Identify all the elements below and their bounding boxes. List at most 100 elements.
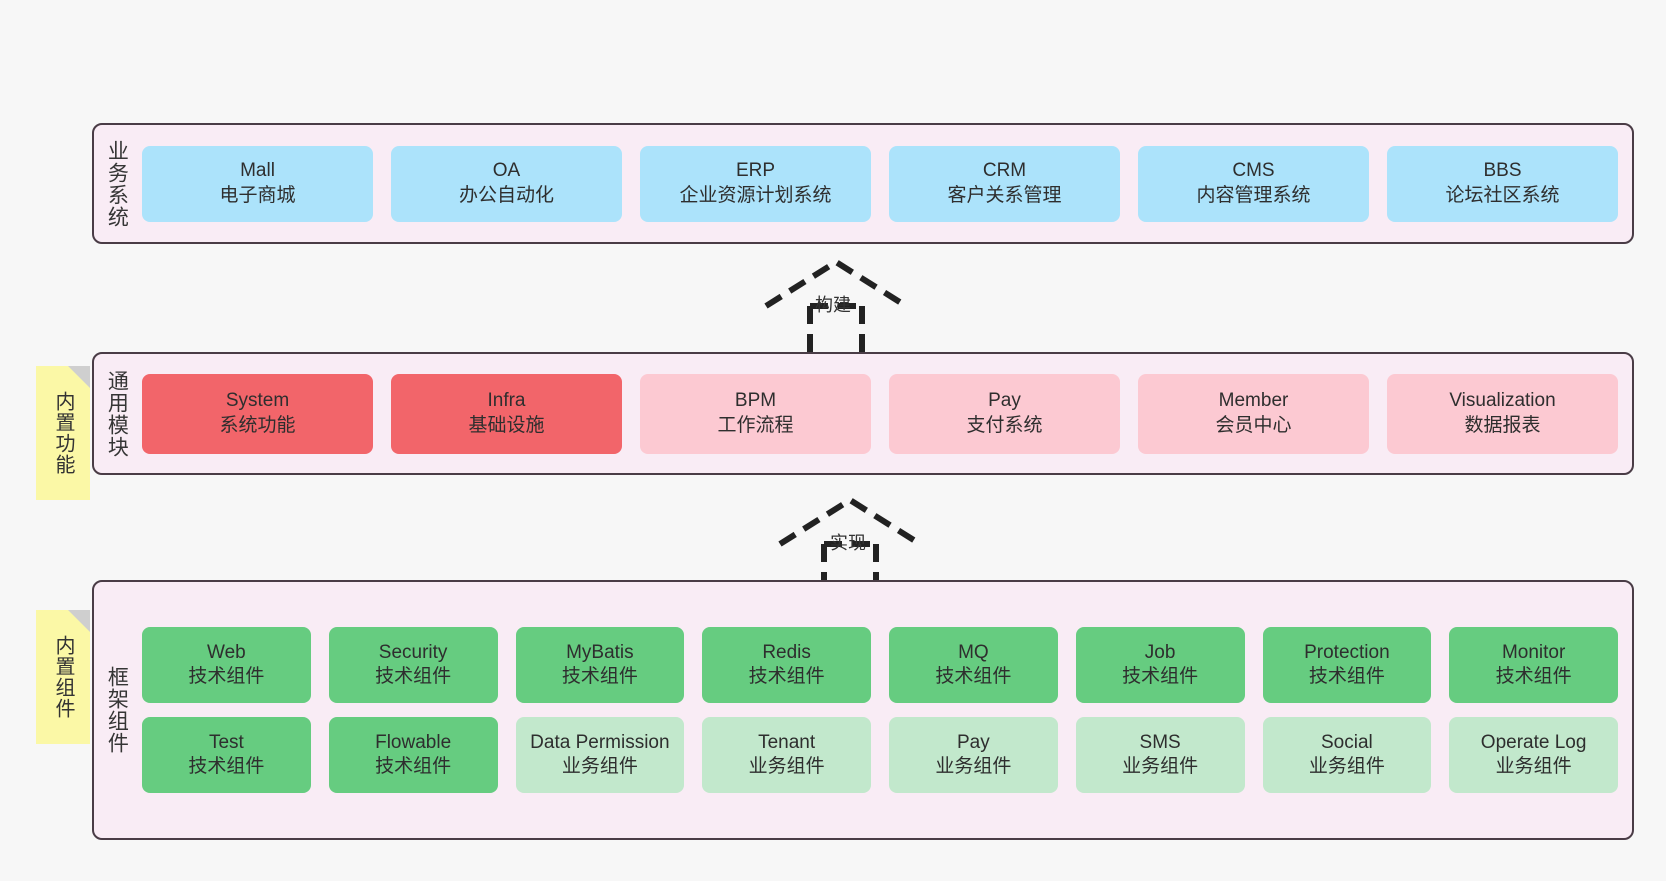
box-subtitle: 业务组件 [748,756,825,777]
box-title: Tenant [758,731,816,753]
row-common-modules: System 系统功能 Infra 基础设施 BPM 工作流程 Pay 支付系统… [142,373,1618,454]
note-builtin-features: 内置功能 [36,366,90,500]
box-infra[interactable]: Infra 基础设施 [391,373,622,454]
box-operate-log[interactable]: Operate Log 业务组件 [1449,717,1618,793]
box-subtitle: 技术组件 [1495,666,1572,687]
box-sms[interactable]: SMS 业务组件 [1075,717,1245,793]
box-data-permission[interactable]: Data Permission 业务组件 [515,717,685,793]
layer-title-common-modules: 通用模块 [105,369,129,458]
box-member[interactable]: Member 会员中心 [1138,373,1369,454]
box-title: Operate Log [1480,731,1587,753]
box-subtitle: 办公自动化 [458,184,554,206]
box-erp[interactable]: ERP 企业资源计划系统 [640,145,871,222]
box-subtitle: 技术组件 [375,756,452,777]
box-system[interactable]: System 系统功能 [142,373,373,454]
layer-title-framework-components: 框架组件 [105,666,129,754]
box-job[interactable]: Job 技术组件 [1075,627,1245,703]
box-title: BBS [1483,160,1522,182]
connector-implement-label: 实现 [830,533,866,553]
box-title: MQ [958,641,989,663]
layer-body-common-modules: System 系统功能 Infra 基础设施 BPM 工作流程 Pay 支付系统… [138,354,1632,473]
box-monitor[interactable]: Monitor 技术组件 [1449,627,1618,703]
box-crm[interactable]: CRM 客户关系管理 [889,145,1120,222]
box-subtitle: 业务组件 [935,756,1012,777]
box-title: Social [1321,731,1373,753]
box-pay-component[interactable]: Pay 业务组件 [889,717,1058,793]
layer-framework-components: 框架组件 Web 技术组件 Security 技术组件 MyBatis 技术组件… [92,580,1634,840]
box-flowable[interactable]: Flowable 技术组件 [328,717,498,793]
box-test[interactable]: Test 技术组件 [142,717,311,793]
box-subtitle: 技术组件 [1122,666,1199,687]
box-title: OA [492,160,521,182]
box-cms[interactable]: CMS 内容管理系统 [1138,145,1369,222]
box-mybatis[interactable]: MyBatis 技术组件 [515,627,685,703]
box-subtitle: 技术组件 [188,756,265,777]
box-subtitle: 技术组件 [748,666,825,687]
box-bpm[interactable]: BPM 工作流程 [640,373,871,454]
layer-business-system: 业务系统 Mall 电子商城 OA 办公自动化 ERP 企业资源计划系统 CRM… [92,123,1634,244]
box-title: Mall [240,160,275,182]
box-subtitle: 业务组件 [1122,756,1199,777]
box-security[interactable]: Security 技术组件 [328,627,498,703]
note-builtin-components: 内置组件 [36,610,90,744]
box-subtitle: 技术组件 [375,666,452,687]
box-subtitle: 客户关系管理 [947,184,1062,206]
box-subtitle: 企业资源计划系统 [679,184,832,206]
box-subtitle: 技术组件 [935,666,1012,687]
box-title: Member [1218,390,1289,412]
layer-common-modules: 通用模块 System 系统功能 Infra 基础设施 BPM 工作流程 Pay… [92,352,1634,475]
box-mall[interactable]: Mall 电子商城 [142,145,373,222]
layer-title-business-system: 业务系统 [105,139,129,228]
row-business-components: Test 技术组件 Flowable 技术组件 Data Permission … [142,717,1618,793]
box-mq[interactable]: MQ 技术组件 [889,627,1058,703]
box-title: Pay [988,390,1021,412]
box-title: BPM [734,390,777,412]
box-web[interactable]: Web 技术组件 [142,627,311,703]
box-protection[interactable]: Protection 技术组件 [1262,627,1432,703]
box-visualization[interactable]: Visualization 数据报表 [1387,373,1618,454]
box-subtitle: 论坛社区系统 [1445,184,1560,206]
box-subtitle: 技术组件 [561,666,638,687]
box-redis[interactable]: Redis 技术组件 [702,627,871,703]
box-subtitle: 技术组件 [1308,666,1385,687]
box-title: Security [378,641,448,663]
box-subtitle: 内容管理系统 [1196,184,1311,206]
box-title: Job [1144,641,1176,663]
box-title: Protection [1304,641,1390,663]
box-subtitle: 基础设施 [468,414,545,436]
box-title: SMS [1139,731,1181,753]
box-tenant[interactable]: Tenant 业务组件 [702,717,871,793]
box-title: CRM [982,160,1027,182]
box-title: Flowable [375,731,452,753]
box-subtitle: 业务组件 [1308,756,1385,777]
box-social[interactable]: Social 业务组件 [1262,717,1432,793]
box-title: Monitor [1501,641,1566,663]
box-pay-module[interactable]: Pay 支付系统 [889,373,1120,454]
box-subtitle: 电子商城 [219,184,296,206]
box-title: System [225,390,290,412]
box-title: CMS [1232,160,1275,182]
row-technical-components: Web 技术组件 Security 技术组件 MyBatis 技术组件 Redi… [142,627,1618,703]
box-title: Visualization [1449,390,1556,412]
box-title: Pay [957,731,990,753]
note-label: 内置组件 [52,635,74,719]
box-title: Web [207,641,246,663]
box-title: Redis [762,641,811,663]
box-subtitle: 会员中心 [1215,414,1292,436]
box-title: MyBatis [566,641,634,663]
box-oa[interactable]: OA 办公自动化 [391,145,622,222]
box-title: Data Permission [530,731,670,753]
box-subtitle: 支付系统 [966,414,1043,436]
box-title: Infra [487,390,526,412]
box-subtitle: 技术组件 [188,666,265,687]
layer-body-business-system: Mall 电子商城 OA 办公自动化 ERP 企业资源计划系统 CRM 客户关系… [138,125,1632,242]
box-subtitle: 数据报表 [1464,414,1541,436]
layer-body-framework-components: Web 技术组件 Security 技术组件 MyBatis 技术组件 Redi… [138,582,1632,838]
note-label: 内置功能 [52,391,74,475]
connector-build-label: 构建 [815,295,851,315]
box-subtitle: 工作流程 [717,414,794,436]
box-subtitle: 业务组件 [561,756,638,777]
box-bbs[interactable]: BBS 论坛社区系统 [1387,145,1618,222]
box-title: ERP [735,160,776,182]
box-subtitle: 业务组件 [1495,756,1572,777]
